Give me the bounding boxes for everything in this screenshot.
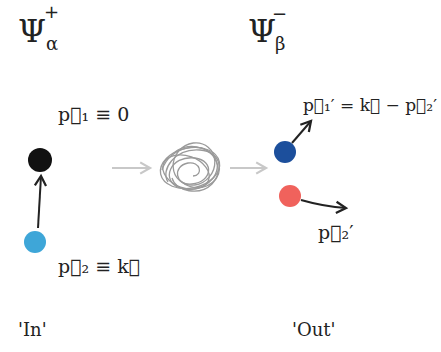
state-superscript: + [44, 2, 59, 22]
particle-dot [24, 231, 46, 253]
particle-dot [274, 141, 296, 163]
state-symbol: Ψ [18, 14, 46, 49]
momentum-arrow [292, 121, 311, 143]
interaction-scribble [156, 134, 223, 195]
momentum-label: p⃗₁′ = k⃗ − p⃗₂′ [303, 96, 437, 115]
particle-dot [279, 185, 301, 207]
momentum-arrow [301, 200, 346, 208]
state-superscript: − [272, 4, 287, 24]
momentum-label: p⃗₂ ≡ k⃗ [58, 256, 140, 277]
state-caption: 'Out' [292, 320, 335, 340]
momentum-arrow [38, 176, 41, 228]
particle-dot [28, 148, 52, 172]
momentum-label: p⃗₁ ≡ 0 [58, 104, 129, 125]
state-subscript: β [275, 34, 285, 54]
state-subscript: α [46, 34, 58, 54]
state-caption: 'In' [18, 320, 47, 340]
state-symbol: Ψ [248, 14, 276, 49]
process-arrow [230, 167, 266, 169]
process-arrow [112, 167, 150, 169]
momentum-label: p⃗₂′ [318, 222, 354, 243]
